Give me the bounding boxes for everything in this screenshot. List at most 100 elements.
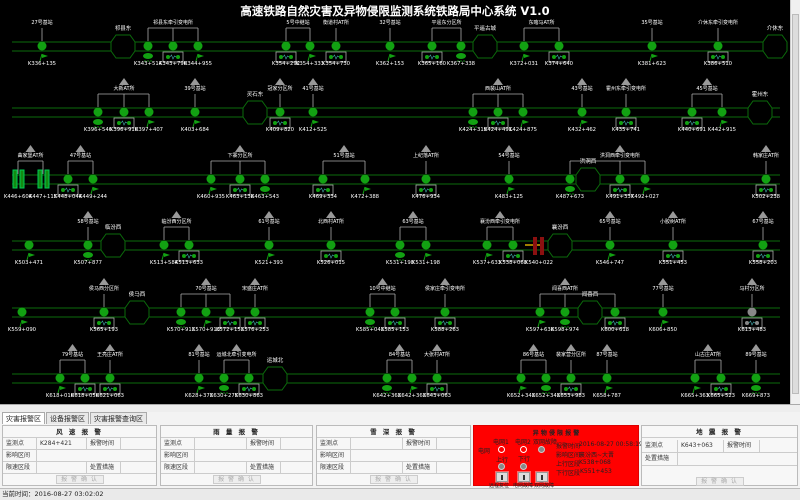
monitor-point-rain[interactable]: K642+363	[373, 373, 401, 400]
monitor-point-flag[interactable]: K354+333	[296, 41, 324, 68]
monitor-point-wind[interactable]: K513+633	[175, 240, 203, 267]
monitor-point-rain[interactable]: K531+198	[386, 240, 415, 267]
monitor-point-wind[interactable]: K354+292	[272, 41, 300, 68]
monitor-point-wind[interactable]: K653+983	[557, 373, 585, 400]
monitor-point-flag[interactable]: K521+393	[255, 240, 283, 267]
monitor-point-wind[interactable]: K409+820	[266, 107, 295, 134]
monitor-point-wind[interactable]: K343+790	[159, 41, 188, 68]
monitor-point-flag[interactable]: K432+462	[568, 107, 596, 134]
monitor-point-flag[interactable]: K642+363	[398, 373, 426, 400]
monitor-point-flag[interactable]: K336+135	[28, 41, 56, 68]
monitor-point-flag[interactable]: K537+633	[473, 240, 501, 267]
monitor-point-wind[interactable]: K469+334	[309, 174, 338, 201]
monitor-point-flag[interactable]: K372+031	[510, 41, 538, 68]
monitor-point-wind[interactable]: K386+510	[704, 41, 733, 68]
vertical-scrollbar[interactable]	[790, 0, 800, 404]
monitor-point-flag[interactable]: K658+787	[593, 373, 621, 400]
monitor-point-flag[interactable]: K570+913	[192, 307, 220, 334]
monitor-point-wind[interactable]: K551+453	[659, 240, 687, 267]
monitor-point-wind[interactable]: K448+044	[54, 174, 83, 201]
scrollbar-thumb[interactable]	[792, 14, 799, 394]
site-label: 裴家营分区所	[556, 351, 586, 358]
monitor-point-rain[interactable]: K652+343	[532, 373, 560, 400]
monitor-point-rain[interactable]: K367+338	[447, 41, 476, 68]
monitor-point-wind[interactable]: K588+263	[431, 307, 459, 334]
confirm-alarm-button[interactable]: 报 警 确 认	[695, 477, 744, 486]
monitor-point-wind[interactable]: K435+741	[612, 107, 640, 134]
monitor-point-rain[interactable]: K487+673	[556, 174, 584, 201]
monitor-point-wind[interactable]: K526+015	[317, 240, 345, 267]
monitor-point-flag[interactable]: K449+244	[79, 174, 108, 201]
monitor-point-flag[interactable]: K381+623	[638, 41, 666, 68]
monitor-point-wind[interactable]: K621+063	[96, 373, 124, 400]
monitor-point-rain[interactable]: K598+974	[551, 307, 580, 334]
monitor-point-wind[interactable]: K396+910	[110, 107, 139, 134]
monitor-point-wind[interactable]: K491+337	[606, 174, 634, 201]
monitor-point-flag[interactable]: K483+125	[495, 174, 523, 201]
monitor-point-wind[interactable]: K502+238	[752, 174, 781, 201]
monitor-point-rain[interactable]: K507+877	[74, 240, 102, 267]
monitor-point-flag[interactable]: K531+198	[412, 240, 441, 267]
monitor-point-flag[interactable]: K362+153	[376, 41, 404, 68]
grid-fault-button[interactable]	[518, 472, 530, 482]
monitor-point-wind[interactable]: K538+068	[499, 240, 528, 267]
monitor-point-rain[interactable]: K463+543	[251, 174, 279, 201]
monitor-point-flag[interactable]: K397+407	[135, 107, 163, 134]
monitor-point-wind[interactable]: K572+153	[216, 307, 244, 334]
monitor-point-rain[interactable]: K570+913	[167, 307, 195, 334]
monitor-point-rain[interactable]: K585+043	[356, 307, 384, 334]
monitor-point-rain[interactable]: K424+319	[459, 107, 487, 134]
monitor-point-redbar[interactable]: K540+022	[525, 237, 553, 266]
monitor-point-flag[interactable]: K618+010	[46, 373, 75, 400]
monitor-point-flag[interactable]: K403+684	[181, 107, 210, 134]
monitor-point-flag[interactable]: K492+027	[631, 174, 659, 201]
monitor-point-flag[interactable]: K546+747	[596, 240, 624, 267]
monitor-point-wind[interactable]: K600+618	[601, 307, 630, 334]
monitor-point-wind[interactable]: K618+050	[71, 373, 100, 400]
monitor-point-wind[interactable]: K630+863	[235, 373, 263, 400]
monitor-point-wind[interactable]: K374+640	[545, 41, 574, 68]
tab-device-alarm[interactable]: 设备报警区	[46, 412, 89, 424]
remote-reset-button[interactable]	[496, 472, 508, 482]
monitor-point-wind[interactable]: K463+138	[226, 174, 255, 201]
monitor-point-wind[interactable]: K476+934	[412, 174, 441, 201]
monitor-point-wind[interactable]: K585+153	[381, 307, 409, 334]
monitor-point-flag[interactable]: K412+525	[299, 107, 327, 134]
monitor-point-wind[interactable]: K440+691	[678, 107, 706, 134]
monitor-point-flag[interactable]: K513+584	[150, 240, 179, 267]
monitor-point-rain[interactable]: K343+514	[134, 41, 163, 68]
confirm-alarm-button[interactable]: 报 警 确 认	[369, 475, 418, 484]
monitor-point-flag[interactable]: K628+373	[185, 373, 213, 400]
monitor-point-flag[interactable]: K442+915	[708, 107, 736, 134]
monitor-point-wind[interactable]: K665+523	[707, 373, 735, 400]
monitor-point-wind[interactable]: K576+253	[241, 307, 269, 334]
monitor-point-wind[interactable]: K558+203	[749, 240, 777, 267]
monitor-point-wind[interactable]: K365+160	[418, 41, 447, 68]
horizontal-scrollbar[interactable]	[0, 404, 800, 412]
confirm-alarm-button[interactable]: 报 警 确 认	[212, 475, 261, 484]
monitor-point-flag[interactable]: K503+471	[15, 240, 43, 267]
monitor-point-wind[interactable]: K565+193	[90, 307, 118, 334]
monitor-point-flag[interactable]: K344+955	[184, 41, 212, 68]
confirm-alarm-button[interactable]: 报 警 确 认	[55, 475, 104, 484]
monitor-point-flag[interactable]: K606+850	[649, 307, 678, 334]
monitor-point-flag[interactable]: K665+363	[681, 373, 709, 400]
monitor-point-rain[interactable]: K396+546	[84, 107, 113, 134]
monitor-point-flag[interactable]: K652+343	[507, 373, 535, 400]
monitor-point-rain[interactable]: K630+275	[210, 373, 238, 400]
monitor-point-wind[interactable]: K354+730	[322, 41, 351, 68]
monitor-point-rain[interactable]: K669+873	[742, 373, 770, 400]
monitor-point-wind-off[interactable]: K613+483	[738, 307, 766, 334]
monitor-point-bar[interactable]: K447+115	[29, 169, 57, 200]
tab-disaster-alarm[interactable]: 灾害报警区	[2, 412, 45, 424]
monitor-point-wind[interactable]: K643+063	[423, 373, 451, 400]
tab-alarm-query[interactable]: 灾害报警查询区	[90, 412, 147, 424]
monitor-point-bar[interactable]: K446+604	[4, 169, 33, 200]
monitor-point-flag[interactable]: K597+638	[526, 307, 555, 334]
monitor-point-flag[interactable]: K559+090	[8, 307, 37, 334]
monitor-point-flag[interactable]: K460+935	[197, 174, 225, 201]
monitor-point-flag[interactable]: K472+388	[351, 174, 380, 201]
monitor-point-wind[interactable]: K424+491	[484, 107, 512, 134]
monitor-point-flag[interactable]: K424+875	[509, 107, 537, 134]
dual-fault-button[interactable]	[536, 472, 548, 482]
